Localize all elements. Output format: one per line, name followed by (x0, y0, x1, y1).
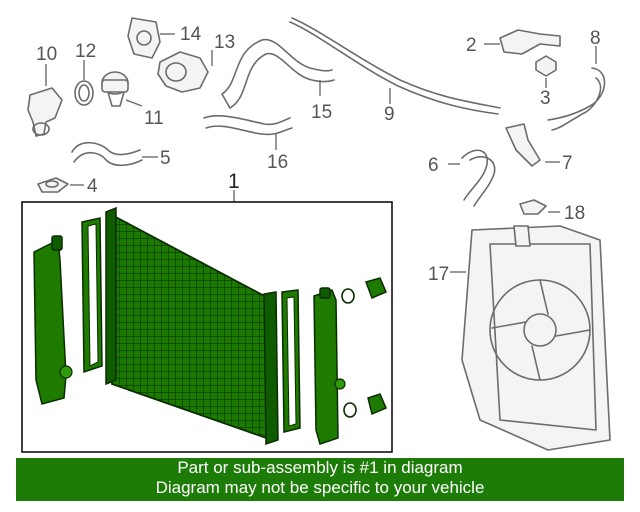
banner-line-1: Part or sub-assembly is #1 in diagram (177, 458, 463, 477)
callout-18: 18 (564, 203, 585, 224)
callout-7: 7 (562, 153, 573, 174)
radiator-hose-lower (448, 149, 496, 207)
callout-5: 5 (160, 148, 171, 169)
bypass-hose (71, 141, 158, 167)
callout-10: 10 (36, 44, 57, 65)
radiator-assembly (33, 206, 387, 446)
fan-shroud (450, 225, 611, 451)
upper-hose (221, 38, 335, 109)
callout-16: 16 (267, 152, 288, 173)
reservoir-cap (519, 199, 560, 215)
callout-15: 15 (311, 102, 332, 123)
callout-14: 14 (180, 24, 202, 45)
callout-6: 6 (428, 155, 439, 176)
info-banner: Part or sub-assembly is #1 in diagram Di… (16, 458, 624, 501)
lower-hose (203, 115, 293, 150)
banner-line-2: Diagram may not be specific to your vehi… (155, 478, 485, 497)
callout-11: 11 (144, 108, 164, 129)
callout-4: 4 (87, 176, 98, 197)
water-inlet-housing (27, 64, 63, 137)
bracket (484, 29, 561, 55)
thermostat (101, 71, 143, 107)
union-fitting (505, 123, 560, 167)
gasket-ring (74, 60, 94, 106)
callout-8: 8 (590, 28, 601, 49)
nut (535, 55, 557, 88)
callout-17: 17 (428, 264, 449, 285)
callout-3: 3 (540, 88, 551, 109)
gasket-plate (127, 17, 175, 59)
radiator-cap (37, 177, 84, 193)
callout-1: 1 (228, 170, 240, 193)
callout-12: 12 (75, 41, 96, 62)
water-outlet (157, 50, 213, 93)
callout-2: 2 (466, 35, 477, 56)
overflow-hose (289, 17, 501, 115)
callout-13: 13 (214, 32, 235, 53)
radiator-hose-upper (547, 46, 606, 131)
callout-9: 9 (384, 104, 395, 125)
